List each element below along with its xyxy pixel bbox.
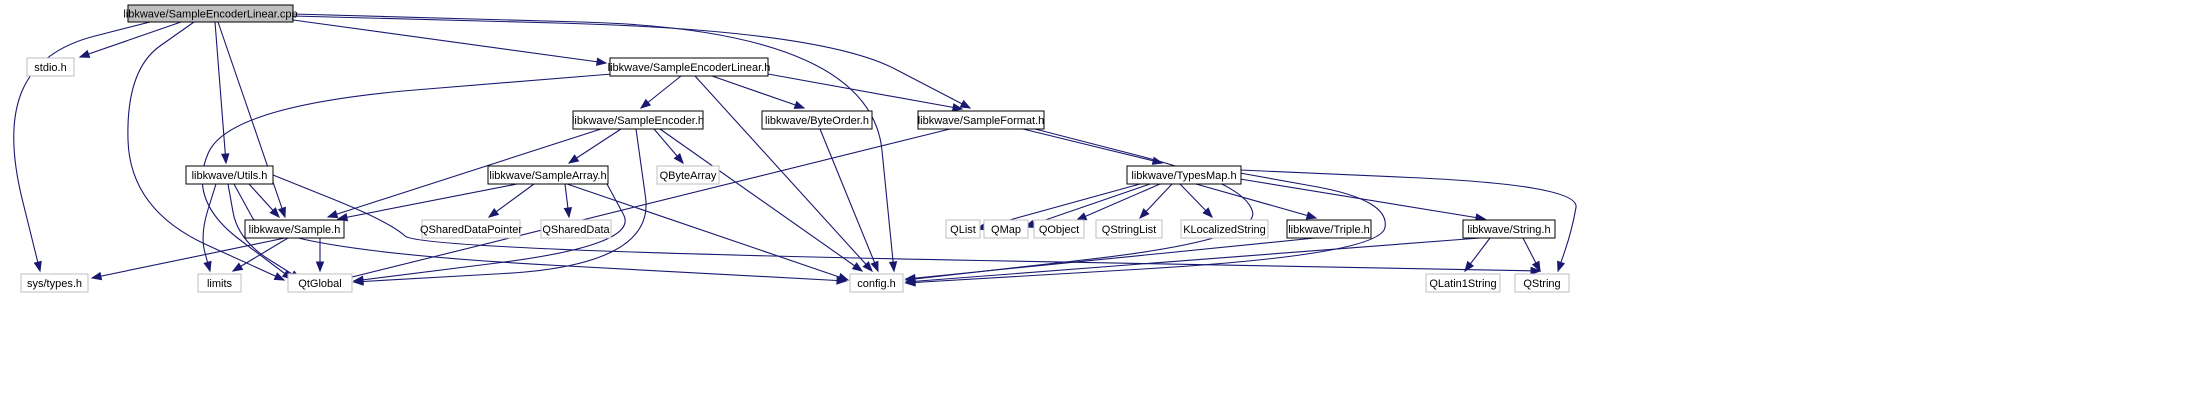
edge-root-to-config [292, 13, 898, 273]
node-label: libkwave/String.h [1467, 224, 1550, 236]
node-label: QObject [1039, 224, 1079, 236]
edge-sarray-to-config [566, 183, 850, 281]
node-label: limits [207, 278, 233, 290]
node-string[interactable]: libkwave/String.h [1462, 219, 1556, 239]
edge-sarray-to-qsd [563, 183, 573, 219]
edge-sample-to-qtglobal [315, 238, 325, 273]
edge-utils-to-qstring [272, 174, 1542, 276]
edge-typesmap-to-triple [1195, 183, 1318, 220]
edge-string-to-config [904, 237, 1481, 286]
node-label: QLatin1String [1429, 278, 1496, 290]
edge-utils-to-limits [202, 183, 217, 273]
edge-sarray-to-qtglobal [352, 183, 626, 285]
node-label: QByteArray [660, 170, 717, 182]
node-label: KLocalizedString [1183, 224, 1266, 236]
edge-sarray-to-qsdp [487, 183, 535, 218]
edge-sformat-to-typesmap [1022, 128, 1164, 165]
node-label: QList [950, 224, 976, 236]
node-sample[interactable]: libkwave/Sample.h [244, 219, 345, 239]
node-typesmap[interactable]: libkwave/TypesMap.h [1126, 165, 1242, 185]
edge-se_h-to-config [659, 128, 864, 272]
node-label: QMap [991, 224, 1021, 236]
node-label: QString [1523, 278, 1560, 290]
node-label: config.h [857, 278, 896, 290]
node-sformat[interactable]: libkwave/SampleFormat.h [917, 110, 1045, 130]
node-label: libkwave/SampleEncoderLinear.h [608, 62, 771, 74]
edge-root-to-systypes [13, 21, 151, 273]
node-label: QStringList [1102, 224, 1156, 236]
node-label: libkwave/Triple.h [1288, 224, 1370, 236]
edge-typesmap-to-qstring [1239, 169, 1577, 273]
node-label: QSharedDataPointer [420, 224, 522, 236]
node-label: libkwave/Utils.h [192, 170, 268, 182]
edge-sample-to-limits [231, 237, 289, 272]
node-qmap: QMap [983, 219, 1029, 239]
node-label: sys/types.h [27, 278, 82, 290]
node-config: config.h [849, 273, 904, 293]
edge-sel_h-to-sformat [767, 73, 964, 112]
node-qstring: QString [1514, 273, 1570, 293]
edge-se_h-to-sarray [567, 128, 622, 164]
node-label: libkwave/SampleEncoder.h [572, 115, 704, 127]
edge-utils-to-sample [248, 183, 280, 219]
node-utils[interactable]: libkwave/Utils.h [185, 165, 274, 185]
edge-typesmap-to-qstringlist [1139, 183, 1173, 220]
edge-root-to-stdio [78, 21, 182, 58]
edge-sel_h-to-se_h [639, 75, 682, 109]
node-qtglobal: QtGlobal [287, 273, 353, 293]
node-label: libkwave/SampleEncoderLinear.cpp [123, 9, 297, 21]
edge-se_h-to-qbytearray [653, 128, 684, 165]
node-label: libkwave/SampleFormat.h [918, 115, 1045, 127]
node-label: QSharedData [542, 224, 610, 236]
node-label: stdio.h [34, 62, 66, 74]
edge-sel_h-to-config [694, 75, 873, 273]
edge-se_h-to-sample [326, 128, 602, 219]
node-triple[interactable]: libkwave/Triple.h [1286, 219, 1372, 239]
node-limits: limits [197, 273, 242, 293]
edge-string-to-qstring [1522, 237, 1541, 273]
node-qsdp: QSharedDataPointer [420, 219, 522, 239]
edge-string-to-qlatin1 [1464, 237, 1491, 273]
edge-root-to-sel_h [292, 19, 608, 66]
node-qobject: QObject [1033, 219, 1085, 239]
node-byteorder[interactable]: libkwave/ByteOrder.h [761, 110, 873, 130]
node-label: libkwave/SampleArray.h [489, 170, 606, 182]
edge-root-to-sformat [292, 15, 972, 109]
node-qlist: QList [945, 219, 981, 239]
edge-byteorder-to-config [819, 128, 879, 273]
node-sel_h[interactable]: libkwave/SampleEncoderLinear.h [608, 57, 771, 77]
node-systypes: sys/types.h [20, 273, 89, 293]
node-stdio: stdio.h [26, 57, 75, 77]
node-klocalized: KLocalizedString [1180, 219, 1269, 239]
node-qsd: QSharedData [540, 219, 612, 239]
node-se_h[interactable]: libkwave/SampleEncoder.h [572, 110, 704, 130]
node-label: libkwave/TypesMap.h [1131, 170, 1236, 182]
node-root: libkwave/SampleEncoderLinear.cpp [123, 4, 298, 23]
node-qstringlist: QStringList [1095, 219, 1163, 239]
edge-typesmap-to-klocalized [1179, 183, 1213, 218]
edge-sel_h-to-byteorder [711, 75, 806, 109]
node-label: libkwave/Sample.h [249, 224, 341, 236]
edge-sample-to-systypes [90, 237, 286, 281]
edge-root-to-sample [217, 21, 286, 219]
edge-root-to-qtglobal [127, 21, 286, 281]
node-sarray[interactable]: libkwave/SampleArray.h [487, 165, 609, 185]
node-label: libkwave/ByteOrder.h [765, 115, 869, 127]
node-qlatin1: QLatin1String [1425, 273, 1501, 293]
node-qbytearray: QByteArray [656, 165, 720, 185]
edge-root-to-utils [214, 21, 230, 165]
node-label: QtGlobal [298, 278, 341, 290]
